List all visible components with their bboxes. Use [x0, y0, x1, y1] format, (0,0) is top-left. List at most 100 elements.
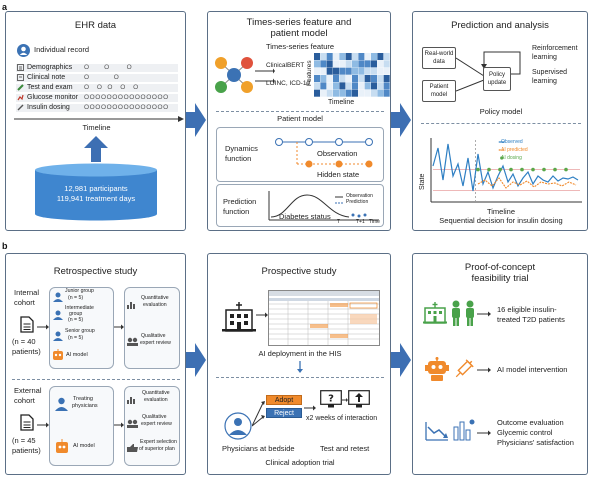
- down-arrow: [297, 361, 303, 373]
- treating-label-1: Treating: [73, 396, 93, 402]
- heatmap-cell: [358, 89, 365, 97]
- adopt-reject-arrows: [252, 401, 265, 427]
- legend-dosing-swatch: [500, 156, 504, 160]
- heatmap-cell: [339, 82, 346, 90]
- clinical-adoption-label: Clinical adoption trial: [265, 458, 335, 467]
- senior-person-icon: [53, 331, 63, 341]
- heatmap-cell: [333, 67, 340, 75]
- ts-title-2: patient model: [270, 28, 328, 39]
- outcome-label-1: Outcome evaluation: [497, 418, 564, 427]
- ai-robot-icon: [53, 349, 63, 360]
- heatmap-cell: [358, 60, 365, 68]
- dosing-point: [553, 167, 557, 172]
- external-arrow-1: [37, 422, 49, 428]
- row-label-2: Test and exam: [27, 84, 73, 91]
- quant-label-2: evaluation: [143, 302, 167, 308]
- patient-model-box: Patient model: [422, 80, 456, 102]
- tick-time: Time: [369, 219, 380, 225]
- heatmap-cell: [383, 89, 390, 97]
- heatmap-cell: [345, 67, 352, 75]
- internal-arrow-2: [114, 324, 124, 330]
- heatmap-cell: [333, 82, 340, 90]
- real-world-label-1: Real-world: [424, 51, 454, 57]
- row-dots-1: O O: [84, 74, 120, 81]
- ts-title-1: Times-series feature and: [246, 17, 352, 28]
- junior-person-icon: [53, 292, 63, 302]
- decision-monitor-icon: [348, 390, 370, 408]
- n40-label-1: (n = 40: [12, 337, 36, 346]
- ehr-timeline-label: Timeline: [82, 123, 111, 132]
- heatmap-cell: [326, 89, 333, 97]
- heatmap-cell: [314, 75, 321, 83]
- prediction-label-2: function: [223, 207, 250, 216]
- expert-label-2: of superior plan: [139, 446, 175, 452]
- heatmap-cell: [326, 82, 333, 90]
- heatmap-cell: [383, 67, 390, 75]
- heatmap-cell: [364, 60, 371, 68]
- bar-chart-icon: [127, 302, 135, 309]
- heatmap-cell: [383, 75, 390, 83]
- legend-ai-dosing: AI dosing: [501, 155, 522, 161]
- monitor-arrow: [342, 398, 348, 402]
- intermediate-label-2: group: [69, 311, 83, 317]
- patients-arrow: [477, 311, 491, 317]
- heatmap-cell: [320, 67, 327, 75]
- bar-chart-icon-2: [127, 397, 135, 404]
- person-icon: [17, 44, 30, 57]
- heatmap-cell: [358, 53, 365, 61]
- participants-label: 12,981 participants: [64, 184, 128, 193]
- internal-eval-box: [124, 287, 180, 369]
- senior-label-2: (n = 5): [68, 335, 84, 341]
- heatmap-cell: [377, 89, 384, 97]
- sl-label-2: learning: [532, 78, 557, 85]
- retrospective-panel: Retrospective study Internal cohort (n =…: [5, 253, 186, 475]
- timeline-arrow: [14, 116, 184, 122]
- ts-subtitle: Times-series feature: [265, 42, 335, 51]
- expert-label-1: Expert selection: [140, 439, 177, 445]
- intervention-arrow: [477, 367, 491, 373]
- ts-timeline-label: Timeline: [328, 99, 355, 106]
- state-axis-label: State: [419, 173, 426, 190]
- dosing-point: [509, 167, 513, 172]
- heatmap-cell: [326, 53, 333, 61]
- poc-panel: Proof-of-concept feasibility trial 16 el…: [412, 253, 588, 475]
- heatmap-cell: [358, 75, 365, 83]
- intermediate-label-1: Intermediate: [65, 305, 94, 311]
- his-screenshot: [268, 290, 380, 346]
- state-chart: [430, 138, 582, 203]
- flow-arrow-a1: [186, 103, 206, 137]
- dosing-point: [564, 167, 568, 172]
- prediction-panel: Prediction and analysis Real-world data …: [412, 11, 588, 231]
- prediction-curve: [268, 191, 379, 221]
- features-arrows: [255, 68, 275, 84]
- flow-arrow-b1: [186, 343, 206, 377]
- row-dots-3: OOOOOOOOOOOOOOO: [84, 94, 169, 101]
- heatmap-cell: [377, 60, 384, 68]
- pred-title: Prediction and analysis: [451, 20, 549, 31]
- row-label-4: Insulin dosing: [27, 104, 70, 111]
- pred-timeline-label: Timeline: [486, 207, 516, 216]
- interaction-arrow: [304, 405, 316, 411]
- document-icon-2: [20, 414, 34, 431]
- patient-box-label-2: model: [430, 92, 448, 98]
- dynamics-label-2: function: [225, 154, 252, 163]
- heatmap-cell: [364, 53, 371, 61]
- heatmap-cell: [345, 60, 352, 68]
- retro-title: Retrospective study: [53, 266, 138, 277]
- evaluation-arrow: [477, 430, 491, 436]
- adopt-button: Adopt: [266, 395, 302, 405]
- qual2-label-2: expert review: [141, 421, 172, 427]
- heatmap-cell: [339, 53, 346, 61]
- database-icon: [35, 163, 157, 221]
- row-bg-3: [16, 93, 178, 102]
- observed-line: [432, 143, 579, 192]
- prosp-divider: [216, 377, 384, 378]
- heatmap-cell: [371, 53, 378, 61]
- feature-heatmap: [314, 53, 390, 97]
- heatmap-cell: [333, 75, 340, 83]
- outcome-label-2: Glycemic control: [497, 428, 553, 437]
- row-dots-4: OOOOOOOOOOOOOOO: [84, 104, 169, 111]
- heatmap-cell: [326, 60, 333, 68]
- quant2-label-1: Quantitative: [142, 390, 170, 396]
- heatmap-cell: [352, 67, 359, 75]
